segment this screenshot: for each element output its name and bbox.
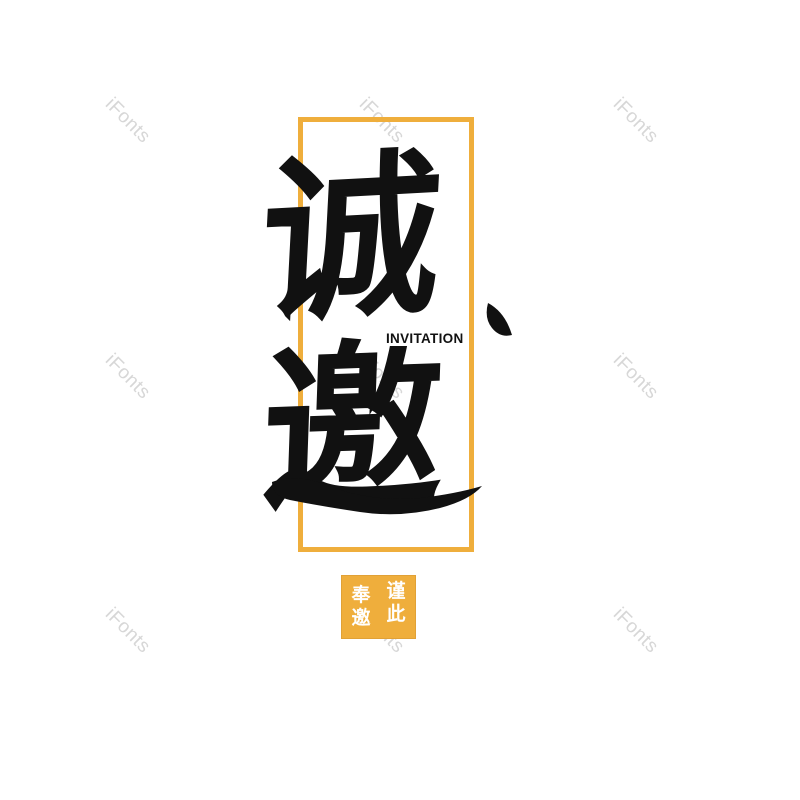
- seal-stamp: 谨 此 奉 邀: [341, 575, 416, 639]
- watermark: iFonts: [608, 93, 663, 148]
- seal-char: 谨: [386, 580, 406, 602]
- watermark: iFonts: [100, 603, 155, 658]
- seal-char: 邀: [351, 607, 371, 629]
- title-char-1: 诚: [256, 129, 440, 348]
- brush-dot: [486, 303, 512, 336]
- seal-left-column: 奉 邀: [350, 586, 372, 628]
- subtitle-invitation: INVITATION: [384, 331, 466, 346]
- watermark: iFonts: [100, 349, 155, 404]
- seal-right-column: 谨 此: [385, 582, 407, 624]
- title-char-2: 邀: [258, 318, 448, 540]
- title-frame: [298, 117, 474, 552]
- seal-char: 奉: [351, 584, 371, 606]
- watermark: iFonts: [100, 93, 155, 148]
- watermark: iFonts: [608, 349, 663, 404]
- watermark: iFonts: [608, 603, 663, 658]
- seal-char: 此: [386, 603, 406, 625]
